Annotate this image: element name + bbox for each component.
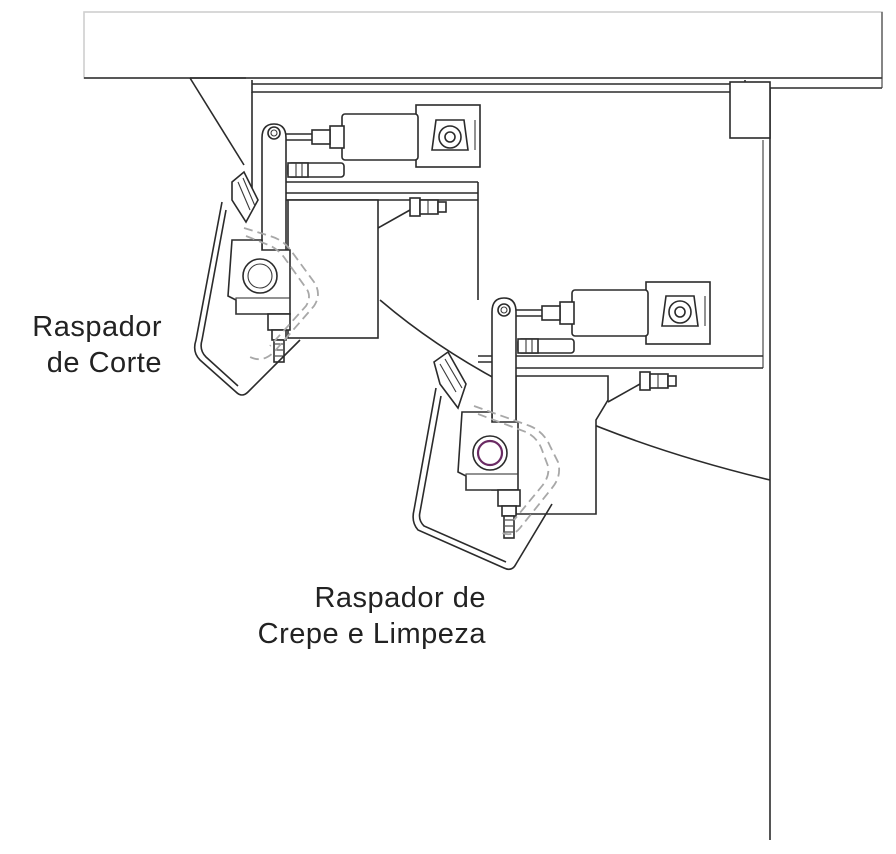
rail-bolt-upper xyxy=(409,197,447,217)
pneumatic-cylinder-lower xyxy=(512,281,711,345)
label-cutting-scraper-line1: Raspador xyxy=(32,311,162,343)
blade-clamp-upper xyxy=(231,170,259,224)
sensor-lower xyxy=(517,338,575,354)
label-crepe-scraper-line1: Raspador de xyxy=(314,582,486,614)
pivot-upper xyxy=(242,258,278,294)
label-crepe-scraper-line2: Crepe e Limpeza xyxy=(257,618,486,650)
right-column xyxy=(770,90,882,840)
machine-frame xyxy=(83,11,883,840)
blade-clamp-lower xyxy=(433,350,467,410)
crepe-cleaning-scraper-assembly xyxy=(412,281,763,571)
pneumatic-cylinder-upper xyxy=(282,104,481,168)
label-cutting-scraper-line2: de Corte xyxy=(46,347,162,379)
label-cutting-scraper: Raspador de Corte xyxy=(16,309,162,381)
rail-bolt-lower xyxy=(639,371,677,391)
top-beam xyxy=(83,11,883,79)
pivot-lower xyxy=(472,435,508,471)
label-crepe-cleaning-scraper: Raspador de Crepe e Limpeza xyxy=(226,580,486,652)
adjust-screw-lower xyxy=(497,489,521,539)
sensor-upper xyxy=(287,162,345,178)
cutting-scraper-assembly xyxy=(193,104,481,396)
